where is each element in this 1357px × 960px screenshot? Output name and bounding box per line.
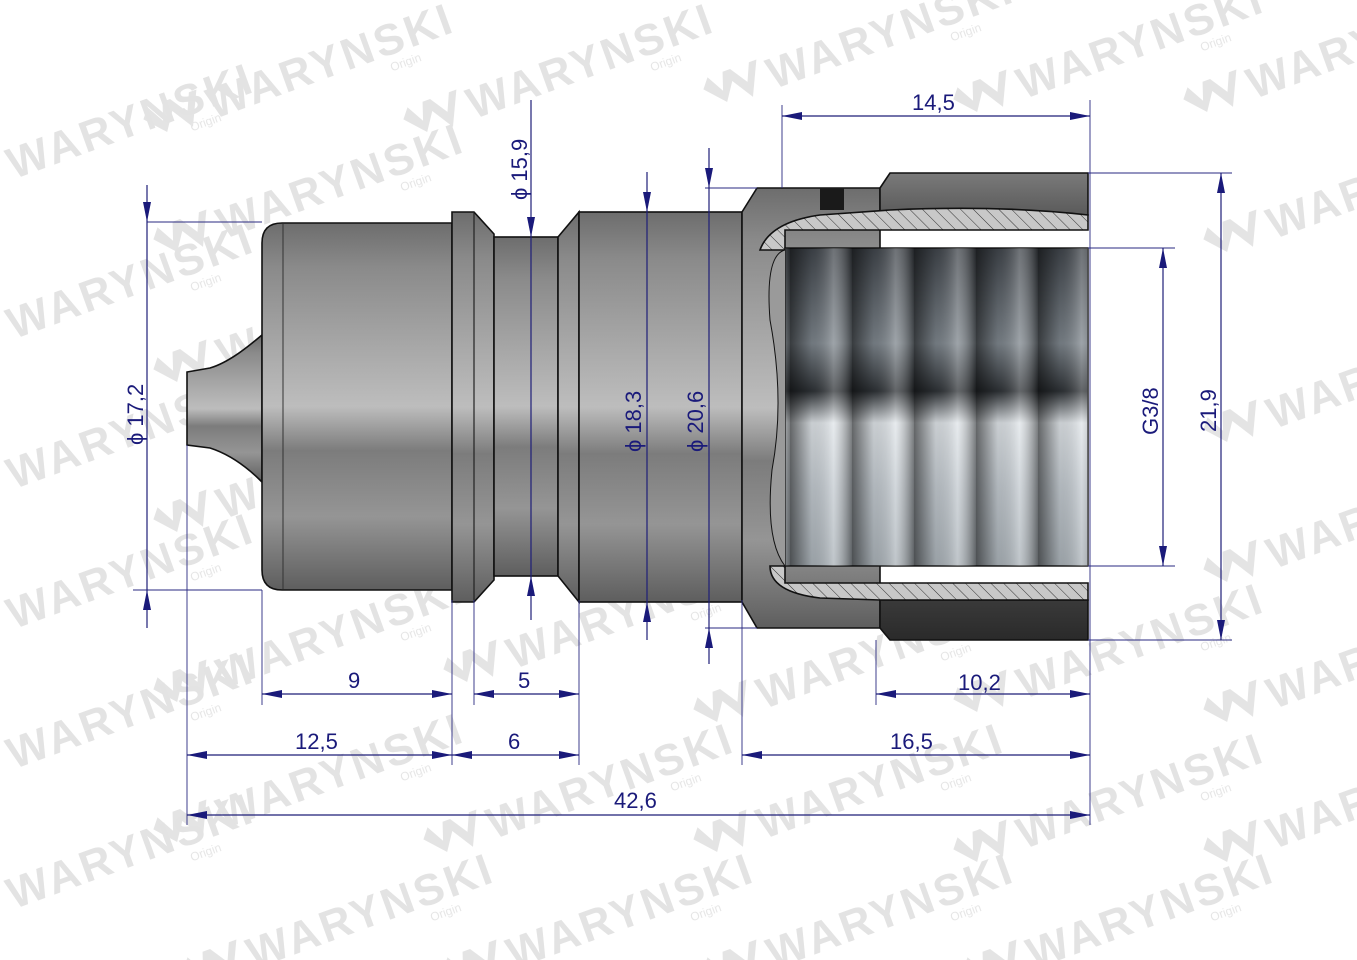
collar [451,211,495,603]
dimensions: ϕ 17,2 ϕ 15,9 ϕ 18,3 ϕ 20,6 G3/8 21,9 14… [123,90,1232,825]
dim-length-nose: 9 [348,668,360,693]
dim-length-rear: 16,5 [890,729,933,754]
dim-diameter-nose: ϕ 17,2 [123,384,148,445]
dim-length-groove: 5 [518,668,530,693]
dim-hex-size: 21,9 [1196,389,1221,432]
dim-diameter-shoulder: ϕ 20,6 [683,391,708,452]
dim-thread-size: G3/8 [1138,387,1163,435]
nose-body [261,222,453,591]
dim-length-thread: 10,2 [958,670,1001,695]
dim-length-front: 12,5 [295,729,338,754]
dim-length-mid: 6 [508,729,520,754]
main-body [578,211,743,603]
hex-nut-bottom [879,599,1089,641]
ball-groove [493,236,559,577]
coupling-part [186,172,1089,641]
dim-length-total: 42,6 [614,788,657,813]
dim-length-top: 14,5 [912,90,955,115]
dim-diameter-body: ϕ 18,3 [621,391,646,452]
dim-diameter-groove: ϕ 15,9 [507,139,532,200]
section-hatch-bottom [769,565,1089,601]
groove-chamfer [557,209,580,605]
section-hatch-top [758,207,1089,251]
